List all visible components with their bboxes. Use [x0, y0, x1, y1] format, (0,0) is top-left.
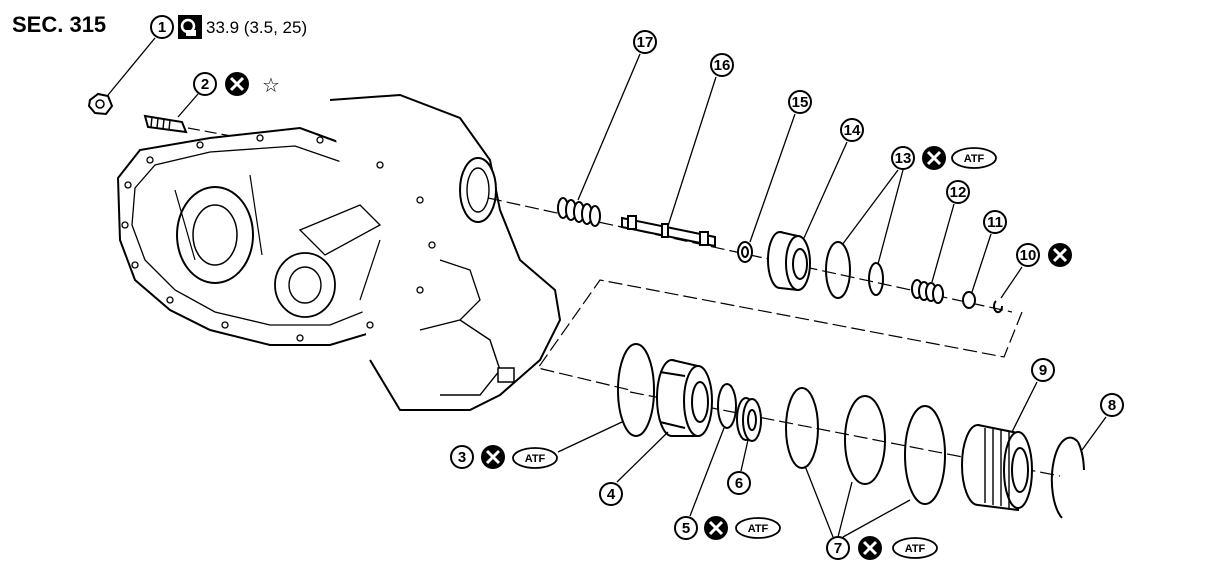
housing-part-4	[656, 359, 713, 437]
assembly-guide-line	[536, 279, 1023, 391]
callout-7: 7	[826, 536, 850, 560]
svg-text:3: 3	[458, 449, 466, 466]
svg-text:12: 12	[950, 184, 967, 201]
svg-text:ATF: ATF	[748, 523, 769, 535]
callout-15: 15	[788, 90, 812, 114]
svg-text:1: 1	[158, 19, 166, 36]
do-not-reuse-icon	[225, 72, 249, 96]
washer-part-15	[737, 241, 753, 263]
callout-11: 11	[983, 210, 1007, 234]
shaft-part-16	[621, 215, 716, 248]
svg-text:10: 10	[1020, 247, 1037, 264]
callout-16: 16	[710, 53, 734, 77]
transaxle-case	[116, 93, 562, 411]
spring-part-17	[557, 197, 601, 227]
svg-text:5: 5	[682, 520, 690, 537]
retainer-part-6	[736, 397, 762, 442]
piston-part-14	[767, 231, 811, 292]
svg-text:ATF: ATF	[525, 453, 546, 465]
spring-part-12	[911, 279, 944, 304]
callout-6: 6	[727, 471, 751, 495]
callout-3: 3	[450, 445, 474, 469]
apply-atf-icon: ATF	[512, 447, 558, 469]
snap-ring-part-8	[1050, 436, 1085, 519]
torque-wrench-icon	[178, 15, 202, 39]
seal-ring-part-13	[825, 241, 884, 299]
svg-text:11: 11	[987, 214, 1003, 231]
do-not-reuse-icon	[858, 536, 882, 560]
svg-text:8: 8	[1108, 397, 1116, 414]
do-not-reuse-icon	[481, 445, 505, 469]
callout-9: 9	[1031, 358, 1055, 382]
svg-text:13: 13	[895, 150, 912, 167]
svg-text:4: 4	[607, 486, 616, 503]
svg-text:14: 14	[844, 122, 861, 139]
snap-ring-part-10	[993, 300, 1004, 314]
seal-ring-part-7	[785, 387, 946, 505]
svg-text:6: 6	[735, 475, 743, 492]
svg-text:15: 15	[792, 94, 809, 111]
do-not-reuse-icon	[1048, 243, 1072, 267]
do-not-reuse-icon	[704, 516, 728, 540]
case-bolt-holes	[121, 134, 436, 342]
callout-13: 13	[891, 146, 915, 170]
callout-4: 4	[599, 482, 623, 506]
torque-spec: 33.9 (3.5, 25)	[206, 18, 307, 37]
svg-text:ATF: ATF	[964, 153, 985, 165]
apply-atf-icon: ATF	[735, 517, 781, 539]
svg-text:9: 9	[1039, 362, 1047, 379]
o-ring-part-3	[617, 343, 655, 437]
svg-text:16: 16	[714, 57, 731, 74]
nut-part	[87, 92, 114, 116]
callout-8: 8	[1100, 393, 1124, 417]
callout-17: 17	[633, 30, 657, 54]
callout-10: 10	[1016, 243, 1040, 267]
callout-5: 5	[674, 516, 698, 540]
apply-atf-icon: ATF	[951, 147, 997, 169]
callout-2: 2	[193, 72, 217, 96]
callout-1: 1	[150, 15, 174, 39]
section-label: SEC. 315	[12, 12, 106, 37]
piston-part-9	[961, 424, 1033, 512]
retainer-part-11	[962, 291, 976, 309]
callout-12: 12	[946, 180, 970, 204]
sealant-star-icon: ☆	[262, 73, 280, 97]
svg-text:7: 7	[834, 540, 842, 557]
svg-text:ATF: ATF	[905, 543, 926, 555]
o-ring-part-5	[717, 383, 737, 429]
do-not-reuse-icon	[922, 146, 946, 170]
svg-text:17: 17	[637, 34, 654, 51]
apply-atf-icon: ATF	[892, 537, 938, 559]
callout-14: 14	[840, 118, 864, 142]
stud-bolt-part	[143, 114, 188, 134]
svg-text:2: 2	[201, 76, 209, 93]
